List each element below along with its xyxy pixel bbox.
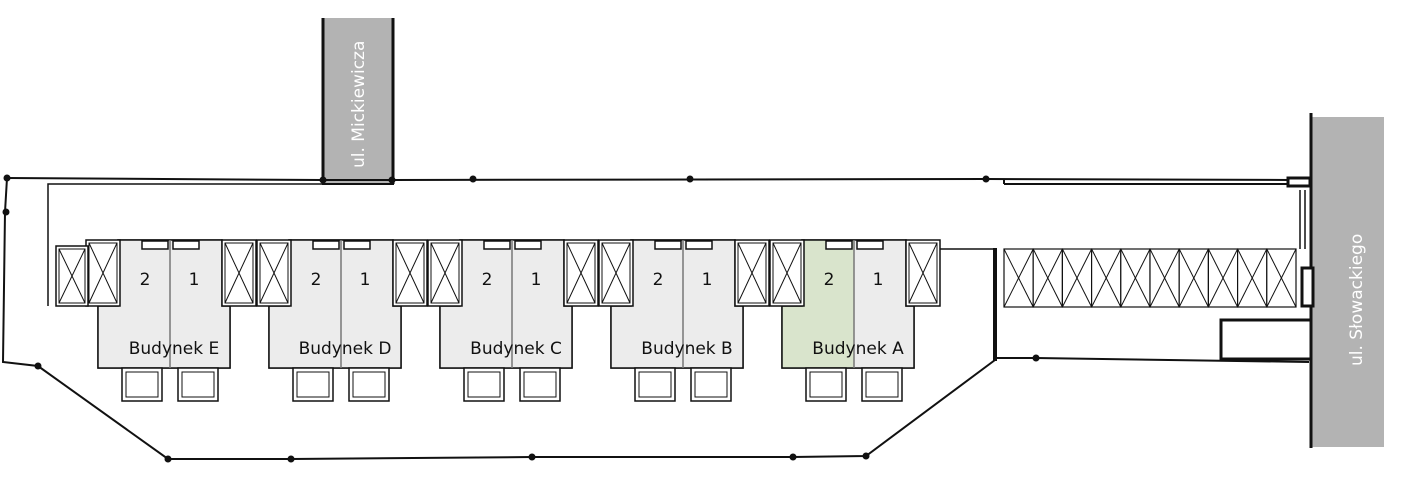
porch-e-1 [177, 367, 219, 402]
street-label-slowackiego: ul. Słowackiego [1347, 234, 1367, 366]
street-slowackiego[interactable]: ul. Słowackiego [1309, 113, 1384, 448]
parking-space [1090, 248, 1122, 308]
unit-number-e-2: 2 [140, 270, 151, 290]
unit-area-b-1[interactable] [683, 240, 743, 368]
unit-number-e-1: 1 [189, 270, 200, 290]
unit-area-d-2[interactable] [269, 240, 341, 368]
terrace-left-d [256, 239, 292, 307]
parking-space [1236, 248, 1268, 308]
porch-b-1 [690, 367, 732, 402]
street-mickiewicza[interactable]: ul. Mickiewicza [321, 18, 395, 184]
street-label-mickiewicza: ul. Mickiewicza [349, 41, 369, 168]
porch-d-2 [292, 367, 334, 402]
parking-space [1120, 248, 1151, 308]
terrace-left-a [769, 239, 805, 307]
unit-area-a-1[interactable] [854, 240, 914, 368]
unit-number-b-2: 2 [653, 270, 664, 290]
parking-space [1032, 248, 1063, 308]
terrace-right-a [905, 239, 941, 307]
terrace-left-e [85, 239, 121, 307]
building-label-c: Budynek C [470, 339, 562, 359]
terrace-right-b [734, 239, 770, 307]
terrace-right-d [392, 239, 428, 307]
porch-c-1 [519, 367, 561, 402]
terrace-right-e [221, 239, 257, 307]
building-label-d: Budynek D [299, 339, 392, 359]
shed-e [55, 245, 89, 307]
building-label-a: Budynek A [812, 339, 904, 359]
terrace-right-c [563, 239, 599, 307]
unit-number-d-2: 2 [311, 270, 322, 290]
unit-number-c-1: 1 [531, 270, 542, 290]
terrace-left-c [427, 239, 463, 307]
unit-area-e-2[interactable] [98, 240, 170, 368]
unit-number-a-2: 2 [824, 270, 835, 290]
parking-space [1178, 248, 1209, 308]
unit-area-c-1[interactable] [512, 240, 572, 368]
terrace-left-b [598, 239, 634, 307]
unit-number-a-1: 1 [873, 270, 884, 290]
unit-area-c-2[interactable] [440, 240, 512, 368]
driveway [47, 183, 1306, 306]
parking-space [1149, 248, 1180, 308]
boundary-markers [2, 174, 1040, 463]
porch-a-1 [861, 367, 903, 402]
unit-area-a-2[interactable] [782, 240, 854, 368]
unit-number-d-1: 1 [360, 270, 371, 290]
parking-row [993, 248, 1297, 361]
building-label-b: Budynek B [641, 339, 732, 359]
building-label-e: Budynek E [129, 339, 220, 359]
parking-space [1207, 248, 1239, 308]
parking-space [1003, 248, 1034, 308]
parking-space [1061, 248, 1093, 308]
unit-area-e-1[interactable] [170, 240, 230, 368]
porch-e-2 [121, 367, 163, 402]
unit-area-b-2[interactable] [611, 240, 683, 368]
parking-space [1266, 248, 1297, 308]
entrance-gate [1219, 176, 1315, 361]
porch-b-2 [634, 367, 676, 402]
unit-area-d-1[interactable] [341, 240, 401, 368]
unit-number-c-2: 2 [482, 270, 493, 290]
porch-a-2 [805, 367, 847, 402]
porch-c-2 [463, 367, 505, 402]
unit-number-b-1: 1 [702, 270, 713, 290]
porch-d-1 [348, 367, 390, 402]
